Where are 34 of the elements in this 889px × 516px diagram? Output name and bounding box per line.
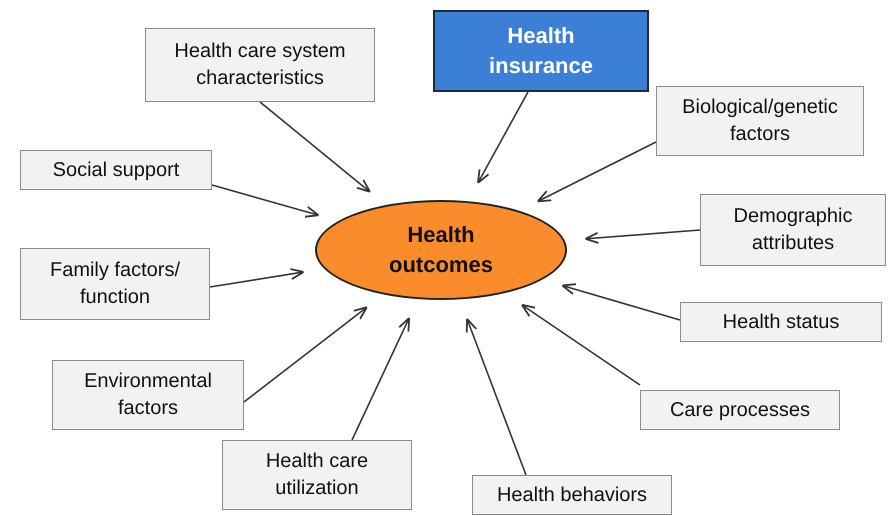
node-label: Demographic attributes (732, 204, 854, 256)
arrow (210, 268, 305, 288)
node-label: Health outcomes (388, 221, 494, 279)
arrow (561, 283, 680, 321)
factor-box (52, 360, 244, 430)
node-label: Social support (52, 158, 180, 182)
arrow (244, 306, 368, 403)
node-label: Health care system characteristics (173, 39, 347, 91)
arrow (584, 229, 700, 244)
arrow (212, 184, 320, 218)
factor-box (700, 194, 886, 266)
arrow (351, 317, 410, 440)
node-label: Care processes (670, 398, 810, 422)
arrow (520, 304, 640, 386)
arrow (466, 318, 527, 476)
factor-box (472, 475, 672, 515)
node-label: Biological/genetic factors (681, 95, 839, 147)
factor-box (145, 28, 375, 102)
factor-box (20, 150, 212, 190)
node-label: Health care utilization (264, 449, 370, 501)
factor-box (680, 302, 882, 342)
factor-box (222, 440, 412, 510)
arrow (477, 92, 529, 184)
factor-box (20, 248, 210, 320)
factor-box (656, 86, 864, 156)
node-label: Health insurance (488, 22, 594, 80)
node-label: Family factors/ function (48, 258, 182, 310)
node-label: Environmental factors (83, 369, 213, 421)
highlight-box (433, 10, 649, 92)
node-label: Health status (722, 310, 840, 334)
arrow (536, 141, 656, 202)
node-label: Health behaviors (496, 482, 648, 508)
factor-box (640, 390, 840, 430)
arrow (260, 101, 371, 193)
